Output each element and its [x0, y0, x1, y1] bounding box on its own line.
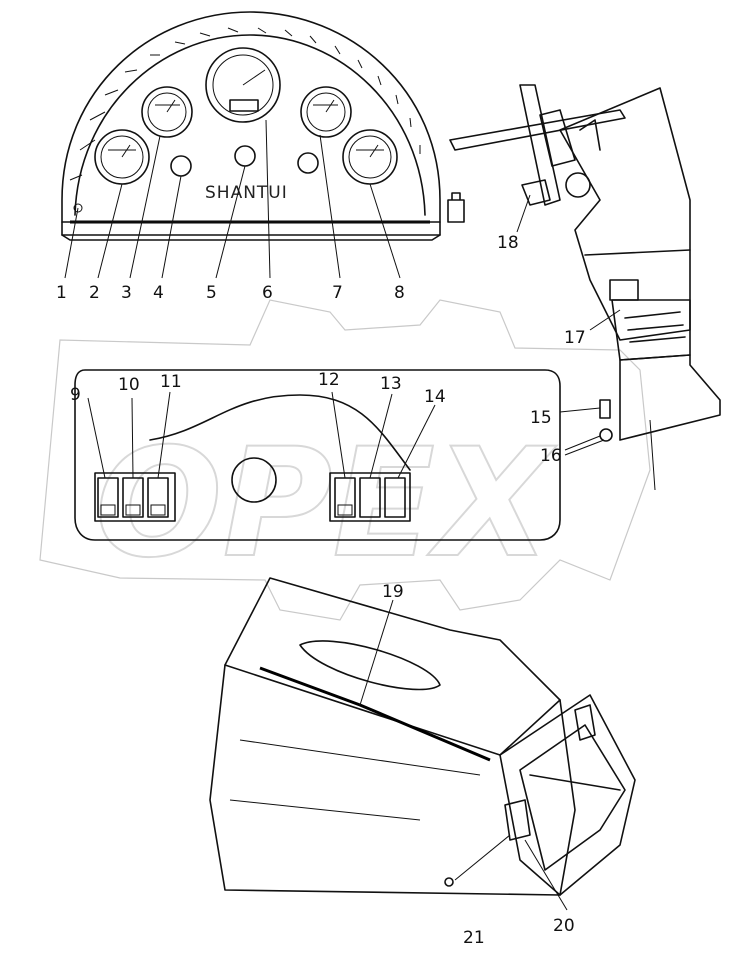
callout-7: 7: [332, 283, 343, 303]
callout-17: 17: [564, 328, 586, 348]
callout-21: 21: [463, 928, 485, 948]
callout-labels: 1 2 3 4 5 6 7 8 9 10 11 12 13 14 15 16 1…: [56, 233, 586, 948]
watermark: OPEX: [39, 299, 651, 621]
callout-2: 2: [89, 283, 100, 303]
callout-12: 12: [318, 370, 340, 390]
callout-19: 19: [382, 582, 404, 602]
watermark-text: OPEX: [95, 417, 557, 591]
callout-13: 13: [380, 374, 402, 394]
screw-21: [444, 877, 454, 887]
callout-5: 5: [206, 283, 217, 303]
callout-10: 10: [118, 375, 140, 395]
brand-label: SHANTUI: [205, 183, 288, 203]
callout-18: 18: [497, 233, 519, 253]
callout-16: 16: [540, 446, 562, 466]
callout-4: 4: [153, 283, 164, 303]
callout-1: 1: [56, 283, 67, 303]
callout-8: 8: [394, 283, 405, 303]
callout-15: 15: [530, 408, 552, 428]
leader-lines: [64, 119, 621, 911]
callout-20: 20: [553, 916, 575, 936]
console-housing: [209, 577, 636, 896]
callout-9: 9: [70, 385, 81, 405]
callout-11: 11: [160, 372, 182, 392]
callout-6: 6: [262, 283, 273, 303]
instrument-panel: SHANTUI: [61, 11, 465, 241]
callout-14: 14: [424, 387, 446, 407]
steering-column: [449, 84, 721, 491]
callout-3: 3: [121, 283, 132, 303]
